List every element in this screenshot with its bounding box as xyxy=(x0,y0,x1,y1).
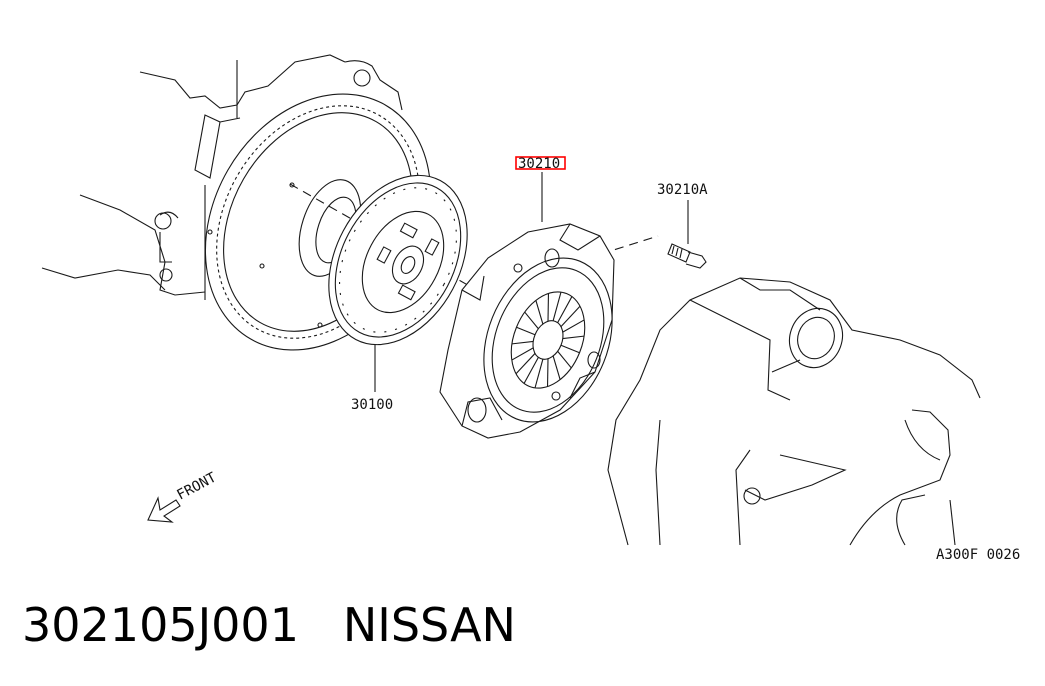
diaphragm-finger xyxy=(562,335,585,340)
part-caption: 302105J001 NISSAN xyxy=(22,598,516,652)
figure-code: A300F 0026 xyxy=(936,547,1020,563)
diaphragm-finger xyxy=(562,319,585,333)
diaphragm-finger xyxy=(557,350,572,369)
clutch-cover xyxy=(439,223,615,439)
diaphragm-finger xyxy=(535,300,544,325)
front-label: FRONT xyxy=(174,469,219,503)
diaphragm-finger xyxy=(511,340,534,345)
part-label-30210A[interactable]: 30210A xyxy=(657,182,708,198)
clutch-exploded-diagram: 30100 30210 30210A FRONT A300F 0026 xyxy=(41,54,1020,563)
diaphragm-finger xyxy=(560,305,581,327)
caption-brand: NISSAN xyxy=(342,598,516,652)
caption-gap xyxy=(299,598,343,652)
part-label-30210[interactable]: 30210 xyxy=(518,156,560,172)
diaphragm-finger xyxy=(511,347,534,361)
caption-part-number: 302105J001 xyxy=(22,598,299,652)
diaphragm-finger xyxy=(515,353,536,375)
part-label-30100[interactable]: 30100 xyxy=(351,397,393,413)
diaphragm-finger xyxy=(534,359,544,389)
diaphragm-finger xyxy=(524,311,539,330)
diaphragm-finger xyxy=(560,344,580,354)
cover-bolt xyxy=(667,243,707,269)
diaphragm-finger xyxy=(523,357,539,384)
engine-block xyxy=(41,54,403,300)
diaphragm-finger xyxy=(516,326,536,336)
part-label-30210-highlight xyxy=(515,156,566,170)
diaphragm-finger xyxy=(552,291,562,321)
clutch-disc xyxy=(328,174,468,346)
diaphragm-finger xyxy=(557,296,573,323)
diaphragm-finger xyxy=(552,355,561,380)
front-arrow-icon xyxy=(147,496,181,523)
transmission-case xyxy=(607,277,981,546)
